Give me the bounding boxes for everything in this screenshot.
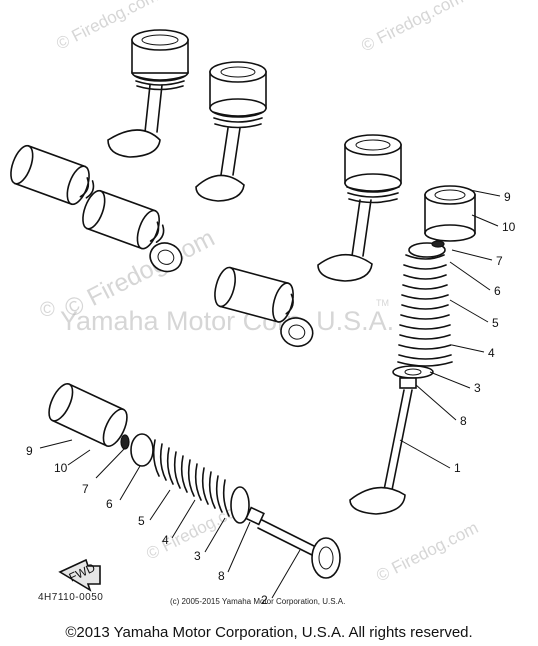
part-number-4-upper: 4 [488,346,495,360]
part-number-7-upper: 7 [496,254,503,268]
watermark-brand: Yamaha Motor Corp, U.S.A. [60,306,394,336]
watermark-bottom-right: © Firedog.com [373,518,481,586]
part-number-9-upper: 9 [504,190,511,204]
valve-assembly-center [214,266,314,348]
valve-assembly-1 [107,29,189,158]
part-number-8-lower: 8 [218,569,225,583]
watermark-top-right: © Firedog.com [358,0,466,56]
part-number-7-lower: 7 [82,482,89,496]
fwd-arrow: FWD [58,558,101,592]
part-number-5-lower: 5 [138,514,145,528]
valve-assembly-2 [195,61,267,202]
valve-assembly-left-lower [82,189,183,273]
part-number-9-lower: 9 [26,444,33,458]
trademark-mark: TM [376,298,389,308]
exploded-valve-right: 9 10 7 6 5 4 3 8 1 [349,185,516,515]
part-number-1: 1 [454,461,461,475]
part-number-6-lower: 6 [106,497,113,511]
inner-copyright: (c) 2005-2015 Yamaha Motor Corporation, … [170,597,346,606]
part-number-6-upper: 6 [494,284,501,298]
part-number-3-upper: 3 [474,381,481,395]
part-number-3-lower: 3 [194,549,201,563]
part-number-10-upper: 10 [502,220,516,234]
exploded-valve-lower: FWD 9 10 7 6 5 4 3 8 2 [26,383,341,607]
watermark-chevron: © [40,299,55,321]
footer-copyright: ©2013 Yamaha Motor Corporation, U.S.A. A… [65,624,473,641]
valve-assembly-3 [317,134,402,282]
diagram-code: 4H7110-0050 [38,592,104,603]
valve-assembly-left-upper [10,144,95,206]
part-number-4-lower: 4 [162,533,169,547]
part-number-5-upper: 5 [492,316,499,330]
part-number-2: 2 [261,593,268,607]
part-number-8-upper: 8 [460,414,467,428]
part-number-10-lower: 10 [54,461,68,475]
